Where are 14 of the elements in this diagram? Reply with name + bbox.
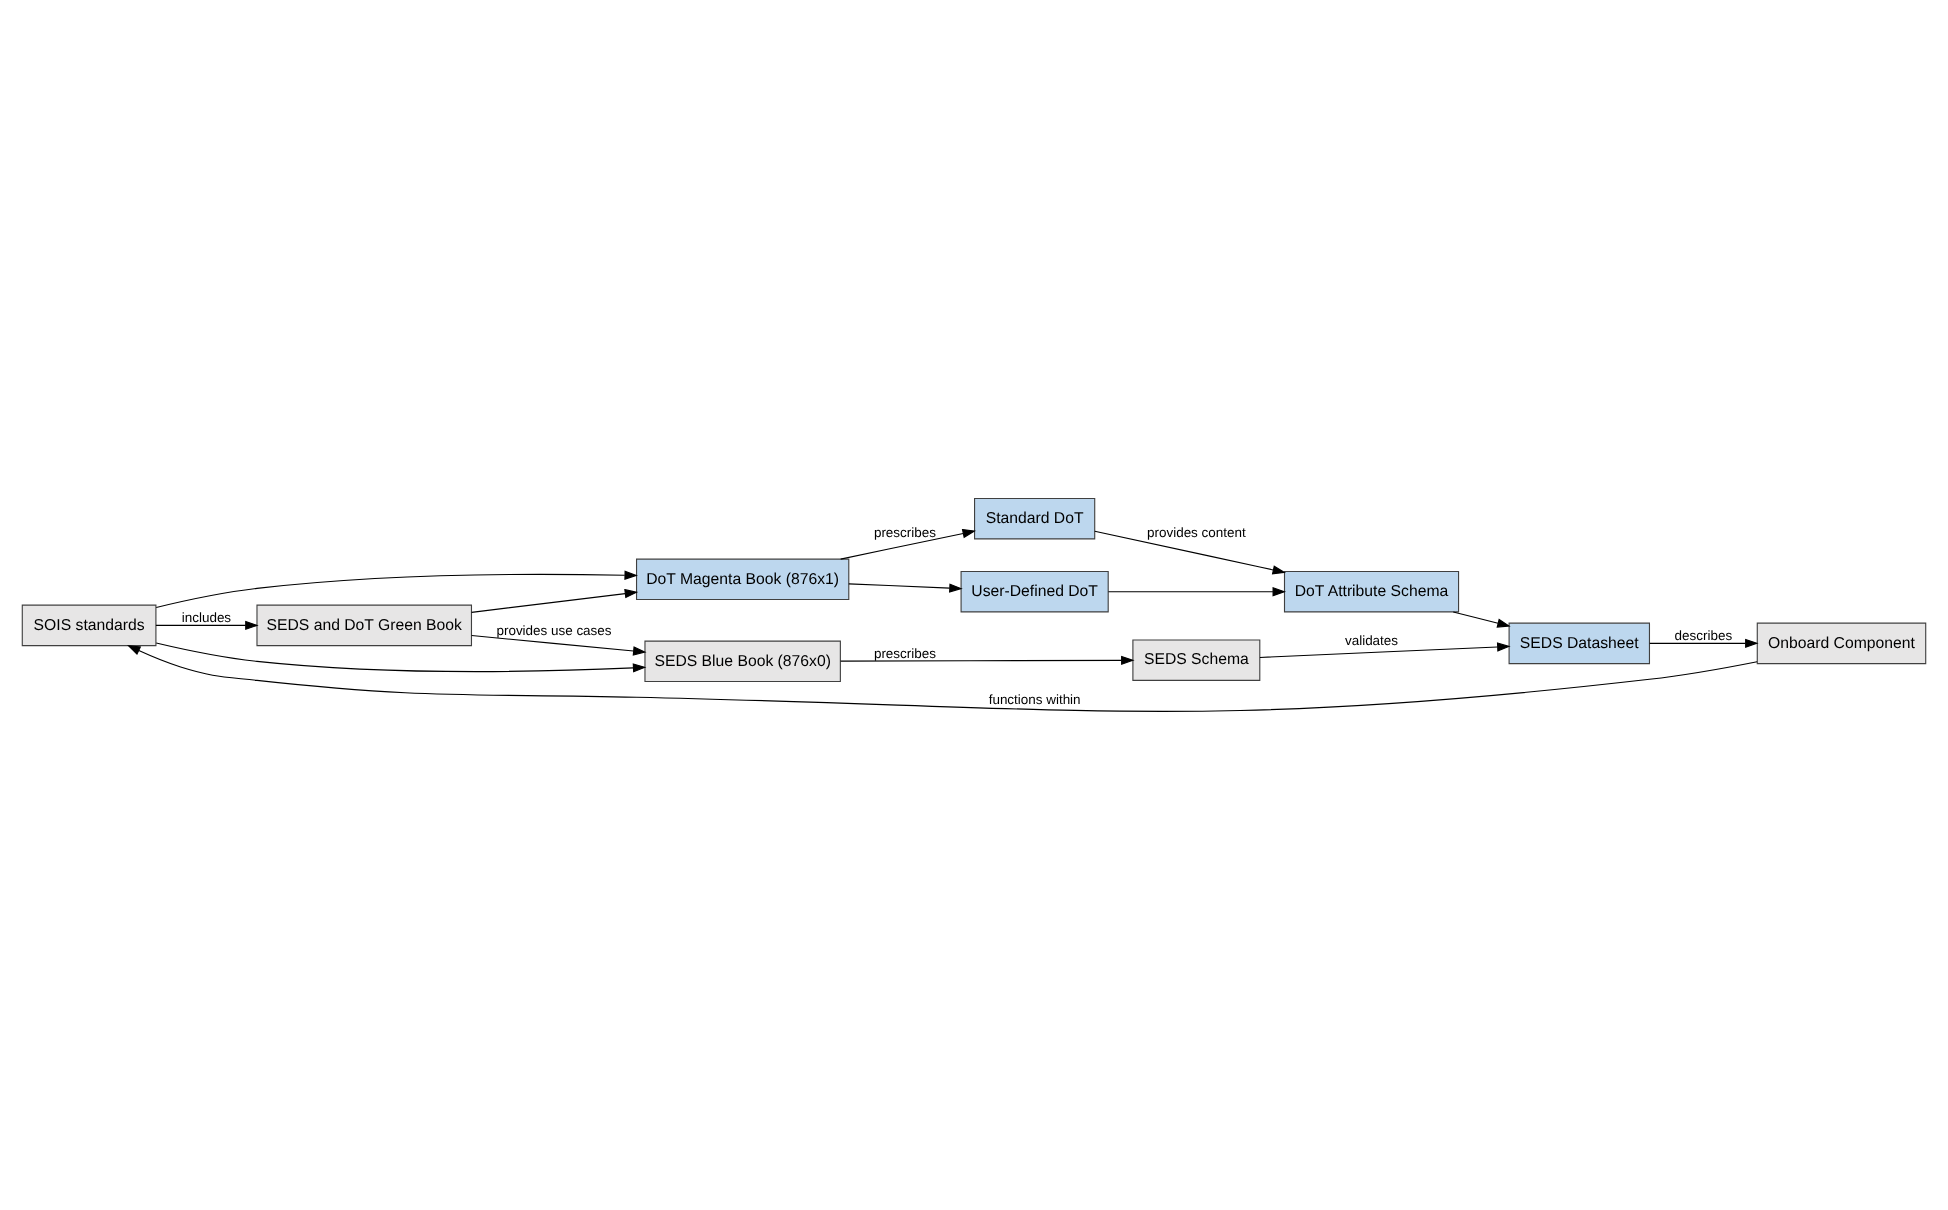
arrow xyxy=(840,528,976,560)
arrow xyxy=(1649,638,1759,649)
arrow xyxy=(127,644,1758,712)
arrow xyxy=(155,570,638,608)
arrow xyxy=(1259,642,1511,658)
arrow xyxy=(471,635,647,656)
arrow xyxy=(1094,530,1287,575)
arrow xyxy=(471,588,639,613)
arrow xyxy=(848,583,963,593)
arrow xyxy=(155,642,647,673)
arrow xyxy=(1107,587,1286,597)
arrow xyxy=(840,655,1135,666)
arrow xyxy=(155,620,259,631)
arrow xyxy=(1452,611,1511,628)
